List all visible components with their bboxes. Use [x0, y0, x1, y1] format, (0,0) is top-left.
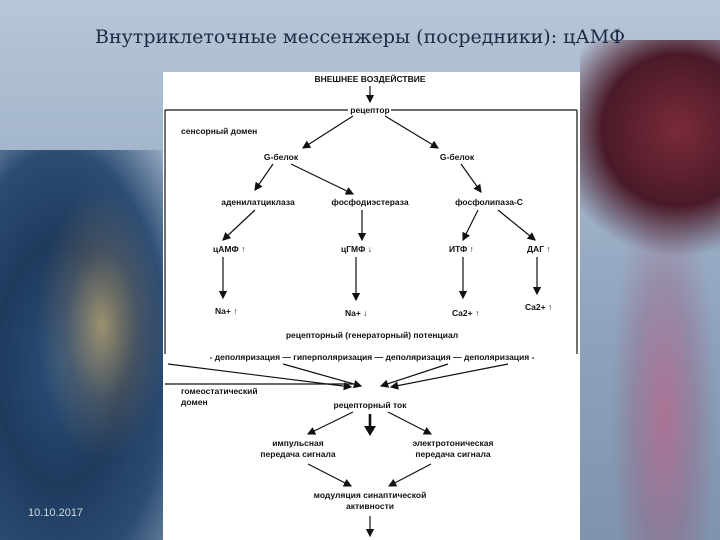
up-arrow-icon: ↑ — [546, 244, 551, 254]
arrow-impulse-modulation — [307, 463, 353, 487]
cgmp-label: цГМФ ↓ — [341, 244, 373, 254]
receptor-label: рецептор — [350, 105, 390, 115]
arrow-receptor-gprotein-right — [384, 115, 440, 149]
receptor-potential-label: рецепторный (генераторный) потенциал — [285, 330, 459, 340]
ca-right-label: Ca2+ ↑ — [525, 302, 553, 312]
electrotonic-transmission-line2: передача сигнала — [415, 449, 491, 459]
diagram-connectors — [164, 86, 578, 538]
na-down-label: Na+ ↓ — [345, 308, 368, 318]
homeostatic-domain-line2: домен — [181, 397, 208, 407]
arrow-depol-right-current — [389, 363, 509, 390]
thick-arrowhead-current-down — [364, 426, 376, 436]
arrow-phospholipase-dag — [497, 209, 536, 241]
arrow-hyperpol-current — [282, 363, 363, 389]
dna-cell-background-art — [0, 150, 170, 540]
up-arrow-icon: ↑ — [469, 244, 474, 254]
g-protein-left-label: G-белок — [263, 152, 299, 162]
arrow-g-phospholipase — [460, 163, 482, 193]
phosphodiesterase-label: фосфодиэстераза — [331, 197, 409, 207]
up-arrow-icon: ↑ — [233, 306, 238, 316]
arrow-current-electrotonic — [387, 411, 433, 435]
down-arrow-icon: ↓ — [363, 308, 368, 318]
na-up-label: Na+ ↑ — [215, 306, 238, 316]
arrow-current-impulse — [306, 411, 354, 435]
arrow-receptor-gprotein-left — [301, 115, 354, 149]
molecule-protein-background-art — [580, 40, 720, 540]
arrow-g-adenylate — [254, 163, 274, 191]
ca-left-label: Ca2+ ↑ — [452, 308, 480, 318]
down-arrow-icon: ↓ — [367, 244, 373, 254]
arrow-electrotonic-modulation — [387, 463, 432, 487]
synaptic-modulation-line1: модуляция синаптической — [313, 490, 427, 500]
arrow-g-phosphodiesterase — [290, 163, 355, 195]
sensory-domain-label: сенсорный домен — [181, 126, 258, 136]
adenylate-cyclase-label: аденилатциклаза — [221, 197, 295, 207]
up-arrow-icon: ↑ — [241, 244, 246, 254]
up-arrow-icon: ↑ — [474, 308, 480, 318]
impulse-transmission-line2: передача сигнала — [260, 449, 336, 459]
arrow-adenylate-camp — [222, 209, 256, 241]
slide-date: 10.10.2017 — [28, 507, 84, 519]
arrow-phospholipase-itp — [462, 209, 479, 242]
homeostatic-domain-line1: гомеостатический — [181, 386, 258, 396]
external-influence-label: ВНЕШНЕЕ ВОЗДЕЙСТВИЕ — [314, 74, 426, 84]
synaptic-modulation-line2: активности — [346, 501, 394, 511]
arrow-depol-left-current — [167, 363, 353, 391]
electrotonic-transmission-line1: электротоническая — [412, 438, 494, 448]
phospholipase-c-label: фосфолипаза-С — [455, 197, 523, 207]
camp-label: цАМФ ↑ — [213, 244, 246, 254]
camp-signaling-diagram: ВНЕШНЕЕ ВОЗДЕЙСТВИЕ рецептор сенсорный д… — [163, 72, 580, 540]
itp-label: ИТФ ↑ — [449, 244, 474, 254]
up-arrow-icon: ↑ — [547, 302, 553, 312]
slide-title: Внутриклеточные мессенжеры (посредники):… — [95, 26, 625, 48]
receptor-current-label: рецепторный ток — [333, 400, 407, 410]
depolarization-row-label: - деполяризация — гиперполяризация — деп… — [209, 352, 535, 362]
g-protein-right-label: G-белок — [439, 152, 475, 162]
impulse-transmission-line1: импульсная — [272, 438, 324, 448]
dag-label: ДАГ ↑ — [527, 244, 551, 254]
